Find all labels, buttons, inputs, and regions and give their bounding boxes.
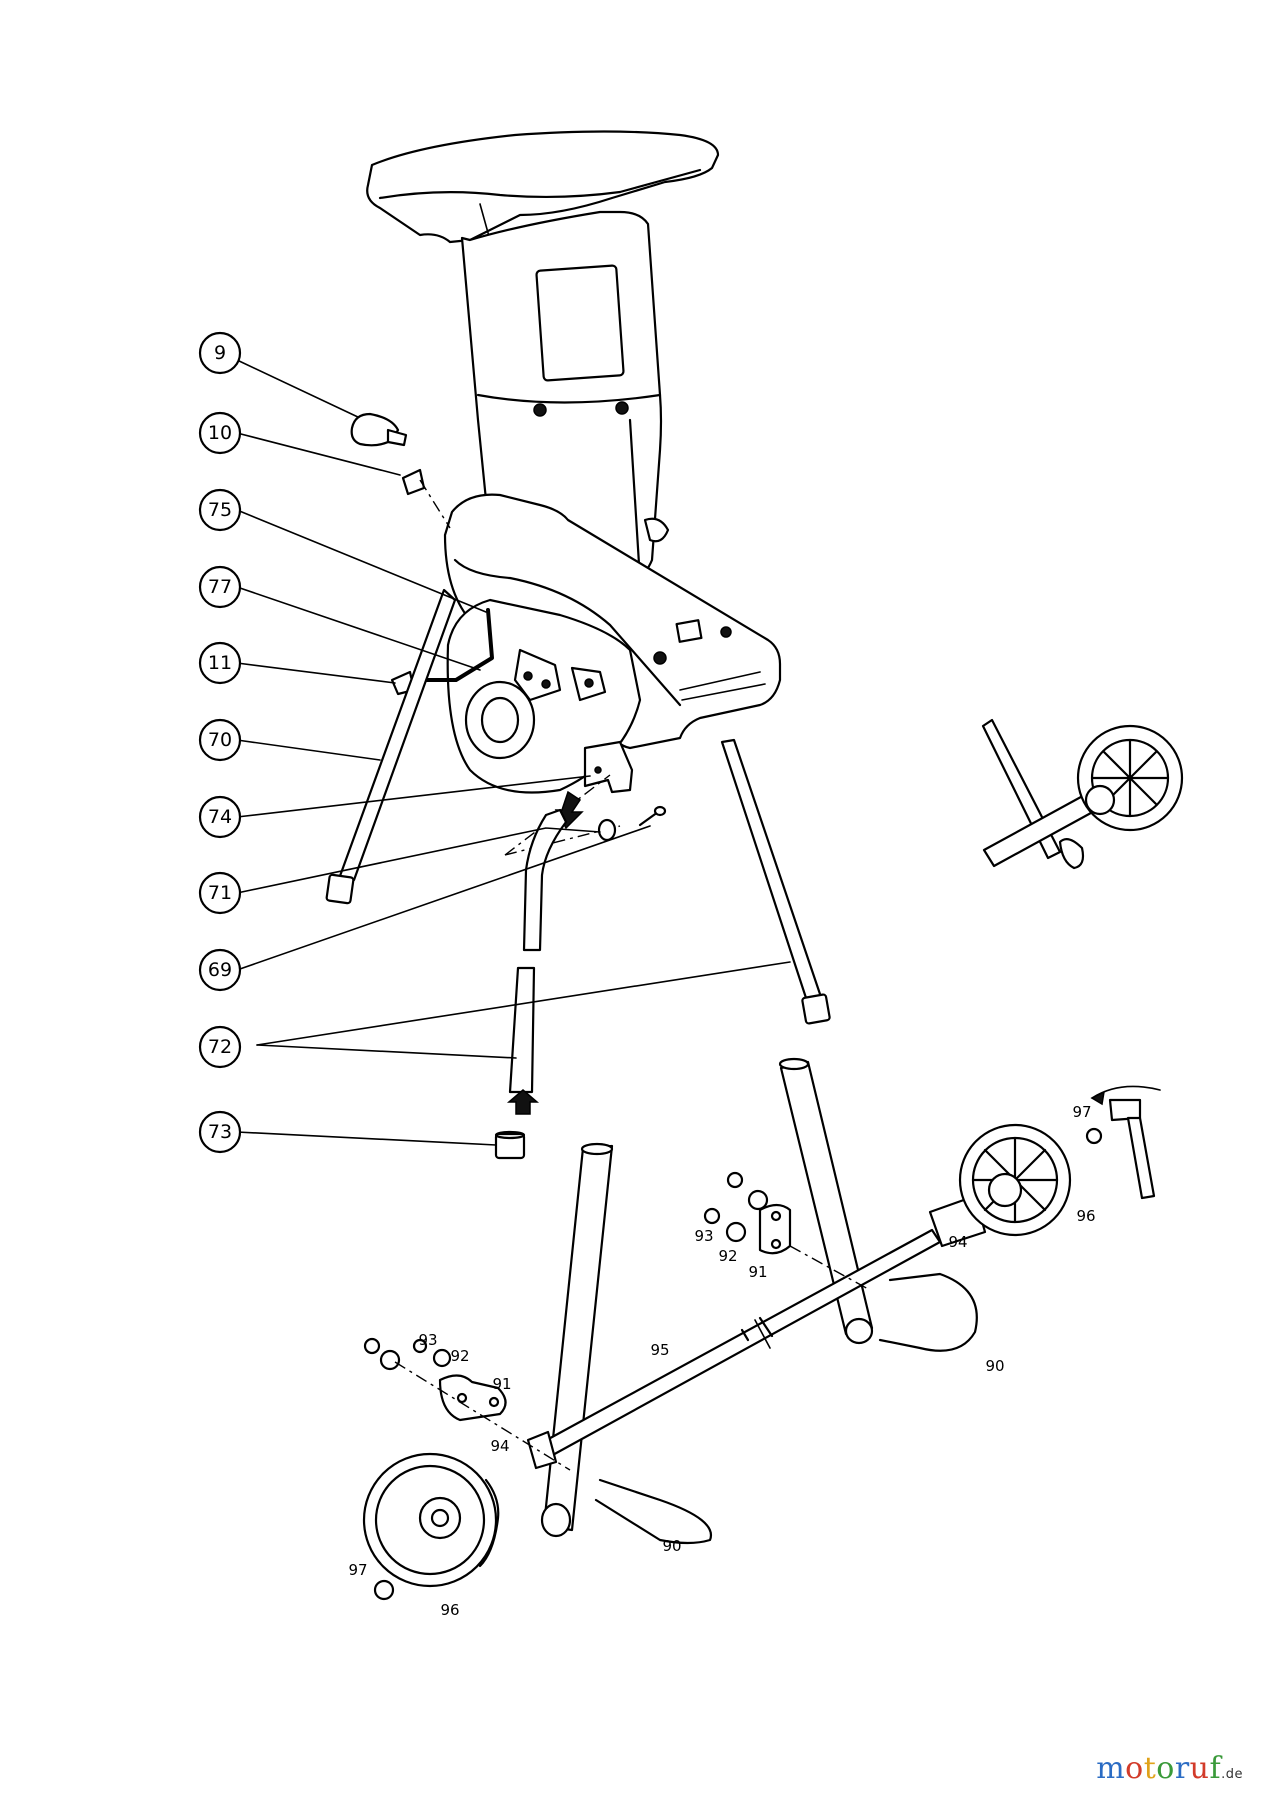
label-96-left: 96 [440, 1601, 459, 1619]
label-95-left: 95 [650, 1341, 669, 1359]
svg-text:9: 9 [214, 342, 226, 364]
leg-tube-bent [522, 808, 568, 952]
watermark-logo: motoruf.de [1096, 1751, 1243, 1786]
label-94-left: 94 [490, 1437, 509, 1455]
washer-screw-small-parts [554, 790, 667, 842]
svg-text:72: 72 [208, 1036, 232, 1058]
callout-circles: 9 10 75 77 11 70 74 71 [198, 331, 242, 1154]
right-leg [720, 738, 831, 1025]
label-94-right: 94 [948, 1233, 967, 1251]
callout-77: 77 [198, 565, 242, 609]
callout-72: 72 [198, 1025, 242, 1069]
watermark-letter: o [1125, 1751, 1144, 1786]
svg-text:75: 75 [208, 499, 232, 521]
hopper-funnel [366, 130, 720, 244]
label-92-right: 92 [718, 1247, 737, 1265]
watermark-letter: u [1189, 1751, 1210, 1786]
callout-leaders [236, 359, 791, 1146]
svg-text:73: 73 [208, 1121, 232, 1143]
callout-11: 11 [198, 641, 242, 685]
motor-assembly [390, 598, 642, 794]
label-90-right: 90 [985, 1357, 1004, 1375]
callout-70: 70 [198, 718, 242, 762]
watermark-letter: t [1143, 1751, 1157, 1786]
label-91-left: 91 [492, 1375, 511, 1393]
label-91-right: 91 [748, 1263, 767, 1281]
callout-9: 9 [198, 331, 242, 375]
watermark-letter: r [1174, 1751, 1190, 1786]
leg-bracket [504, 740, 634, 856]
small-part-labels: 97 96 94 93 92 91 90 93 92 91 95 94 97 9… [348, 1103, 1095, 1619]
watermark-tld: .de [1221, 1767, 1243, 1782]
watermark-letter: m [1096, 1751, 1126, 1786]
svg-text:69: 69 [208, 959, 232, 981]
leg-tube-straight [506, 966, 540, 1115]
label-90-left: 90 [662, 1537, 681, 1555]
left-leg [325, 588, 457, 905]
label-97-left: 97 [348, 1561, 367, 1579]
svg-text:11: 11 [208, 652, 232, 674]
knob-and-washer [350, 412, 451, 529]
callout-71: 71 [198, 871, 242, 915]
callout-69: 69 [198, 948, 242, 992]
foot-cap [494, 1130, 526, 1160]
watermark-letter: f [1209, 1751, 1222, 1786]
motor-housing [443, 493, 782, 750]
wheel-axle-assembly [362, 1057, 1161, 1601]
label-92-left: 92 [450, 1347, 469, 1365]
callout-75: 75 [198, 488, 242, 532]
callout-73: 73 [198, 1110, 242, 1154]
callout-10: 10 [198, 411, 242, 455]
svg-text:10: 10 [208, 422, 232, 444]
wheel-axle-detail [981, 718, 1184, 870]
svg-text:77: 77 [208, 576, 232, 598]
label-96-right: 96 [1076, 1207, 1095, 1225]
svg-text:74: 74 [208, 806, 232, 828]
svg-text:71: 71 [208, 882, 232, 904]
svg-text:70: 70 [208, 729, 232, 751]
label-93-right: 93 [694, 1227, 713, 1245]
label-97-right: 97 [1072, 1103, 1091, 1121]
callout-74: 74 [198, 795, 242, 839]
watermark-letter: o [1156, 1751, 1175, 1786]
label-93-left: 93 [418, 1331, 437, 1349]
